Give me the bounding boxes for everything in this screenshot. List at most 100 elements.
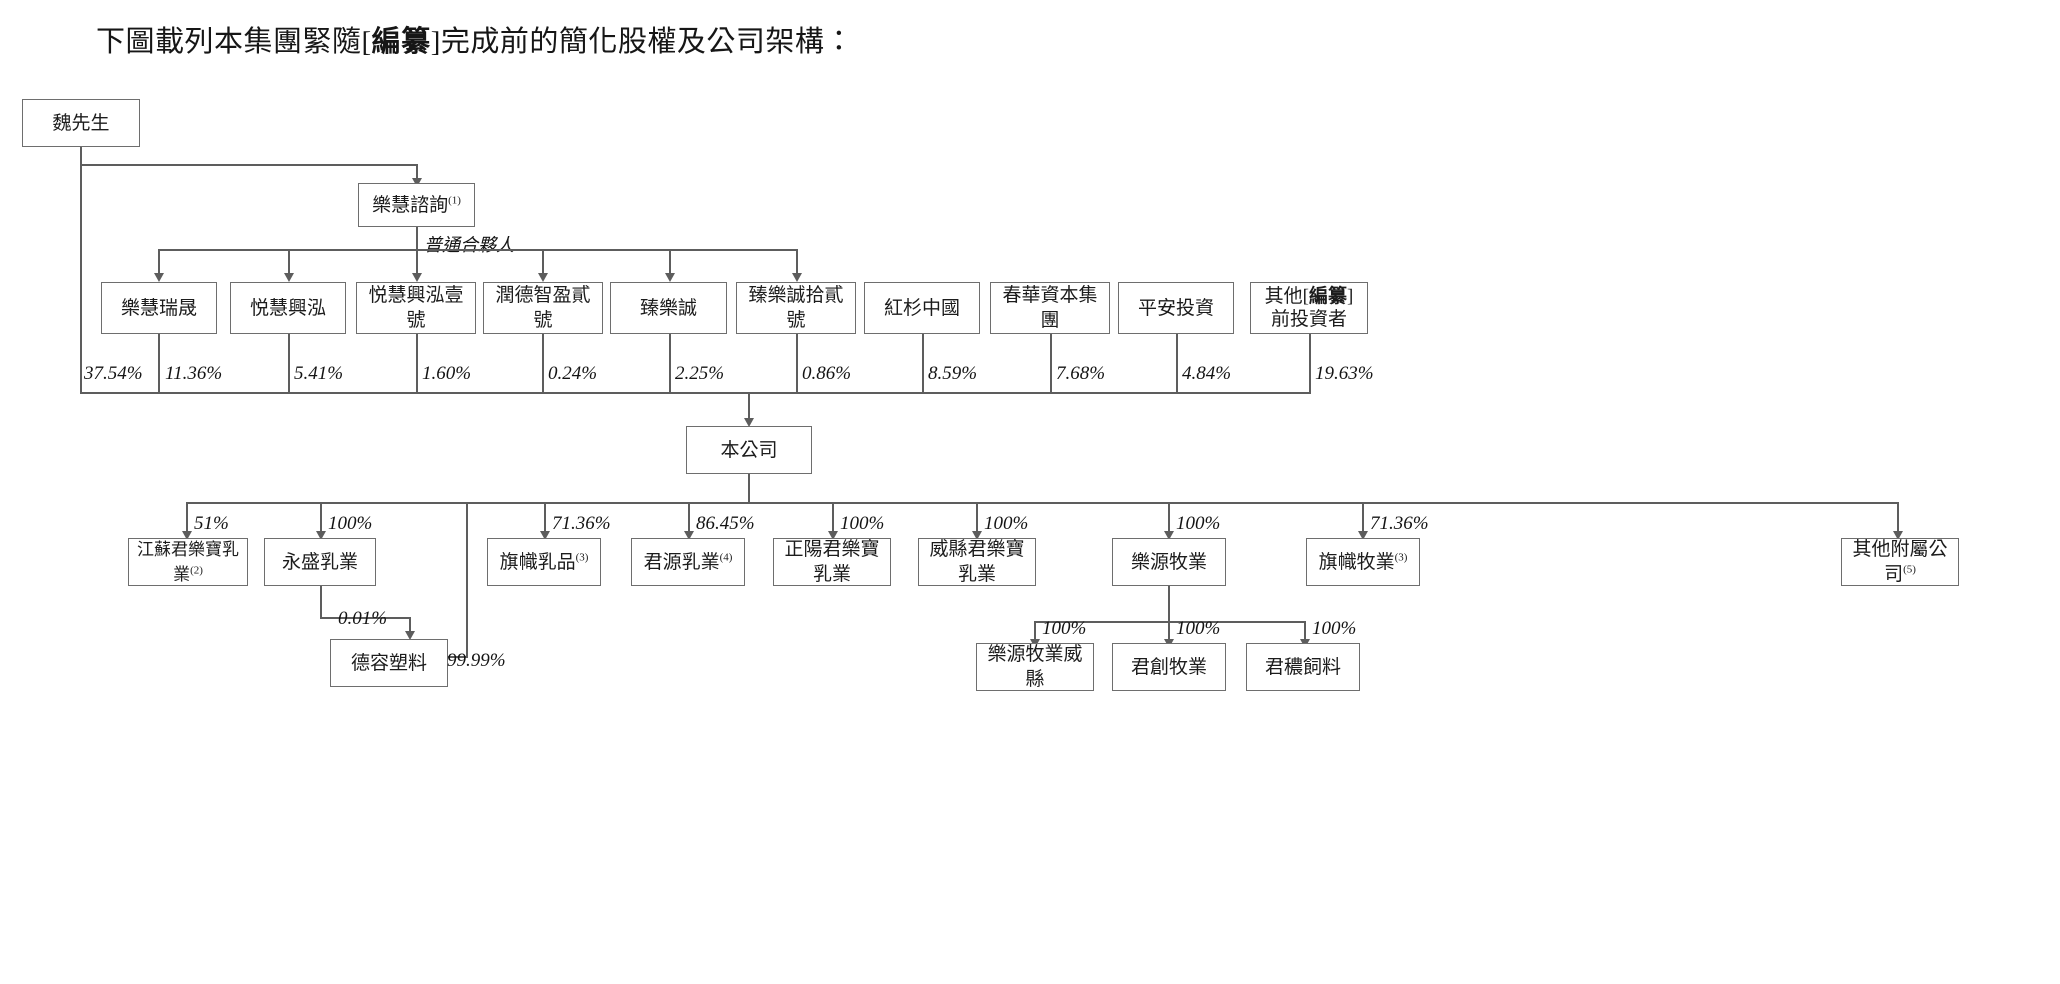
- arrow-to-yuehui-xinghong: [284, 273, 294, 282]
- line-bus-drop-runde-zhiying-2: [542, 249, 544, 275]
- node-jiangsu-junlebao[interactable]: 江蘇君樂寶乳業(2): [128, 538, 248, 586]
- line-yongsheng-stem: [320, 586, 322, 618]
- node-yuehui-xinghong-label: 悦慧興泓: [249, 297, 326, 319]
- arrow-to-runde-zhiying-2: [538, 273, 548, 282]
- line-drop-jiangsu-junlebao: [186, 502, 188, 533]
- pct-zhengyang-junlebao: 100%: [840, 513, 885, 534]
- line-drop-pingan-investment: [1176, 334, 1178, 392]
- node-zhenlecheng-label: 臻樂誠: [639, 297, 697, 319]
- pct-yongsheng-dairy: 100%: [328, 513, 373, 534]
- line-bus-drop-zhenlecheng-12: [796, 249, 798, 275]
- line-drop-runde-zhiying-2: [542, 334, 544, 392]
- node-runde-zhiying-2-label: 潤德智盈貳號: [495, 285, 591, 331]
- node-jiangsu-junlebao-label: 江蘇君樂寶乳業(2): [133, 537, 243, 587]
- node-lehui-ruisheng[interactable]: 樂慧瑞晟: [101, 282, 217, 334]
- arrow-to-zhengyang-junlebao: [828, 531, 838, 540]
- pct-qizhi-dairy: 71.36%: [552, 513, 611, 534]
- line-drop-qizhi-dairy: [544, 502, 546, 533]
- line-bus-drop-yuehui-xinghong-1: [416, 249, 418, 275]
- line-drop-leyuan-husbandry: [1168, 502, 1170, 533]
- arrow-to-derong-plastics: [405, 631, 415, 640]
- line-wei-long-vertical: [80, 164, 82, 393]
- line-derong-from-company-horizontal: [447, 656, 468, 658]
- node-yuehui-xinghong-1[interactable]: 悦慧興泓壹號: [356, 282, 476, 334]
- line-drop-other-subsidiaries: [1897, 502, 1899, 533]
- node-weixian-junlebao[interactable]: 威縣君樂寶乳業: [918, 538, 1036, 586]
- node-yongsheng-dairy-label: 永盛乳業: [281, 551, 358, 573]
- node-other-pre-investors-label: 其他[編纂]前投資者: [1265, 285, 1354, 331]
- node-other-subsidiaries-text: 其他附屬公司: [1852, 539, 1948, 585]
- line-leyuan-sub-bus: [1034, 621, 1306, 623]
- arrow-to-junyuan-dairy: [684, 531, 694, 540]
- pct-zhenlecheng-12: 0.86%: [802, 363, 852, 384]
- node-zhengyang-junlebao[interactable]: 正陽君樂寶乳業: [773, 538, 891, 586]
- node-zhenlecheng[interactable]: 臻樂誠: [610, 282, 727, 334]
- line-yongsheng-to-derong-horizontal: [320, 617, 410, 619]
- node-zhenlecheng-12-label: 臻樂誠拾貳號: [748, 285, 844, 331]
- line-drop-derong-from-company: [466, 502, 468, 657]
- line-bus-drop-zhenlecheng: [669, 249, 671, 275]
- intro-prefix: 下圖載列本集團緊隨[: [96, 26, 372, 58]
- node-leyuan-husbandry-weixian[interactable]: 樂源牧業威縣: [976, 643, 1094, 691]
- node-derong-plastics-label: 德容塑料: [350, 652, 427, 674]
- node-other-subsidiaries-note: (5): [1903, 563, 1916, 576]
- arrow-to-lehui-ruisheng: [154, 273, 164, 282]
- arrow-to-company: [744, 418, 754, 427]
- other-pre-investors-line1-bold: 編纂: [1308, 286, 1347, 307]
- pct-yuehui-xinghong-1: 1.60%: [422, 363, 472, 384]
- node-yuehui-xinghong[interactable]: 悦慧興泓: [230, 282, 346, 334]
- node-chunhua-capital[interactable]: 春華資本集團: [990, 282, 1110, 334]
- node-jiangsu-junlebao-note: (2): [190, 564, 203, 577]
- pct-derong-from-yongsheng: 0.01%: [338, 608, 388, 629]
- node-other-pre-investors[interactable]: 其他[編纂]前投資者: [1250, 282, 1368, 334]
- arrow-wei-to-consulting: [412, 178, 422, 187]
- pct-junchuang-husbandry: 100%: [1176, 618, 1221, 639]
- line-drop-weixian-junlebao: [976, 502, 978, 533]
- node-junyuan-dairy[interactable]: 君源乳業(4): [631, 538, 745, 586]
- node-other-subsidiaries[interactable]: 其他附屬公司(5): [1841, 538, 1959, 586]
- node-leyuan-husbandry[interactable]: 樂源牧業: [1112, 538, 1226, 586]
- pct-junyuan-dairy: 86.45%: [696, 513, 755, 534]
- node-qizhi-dairy[interactable]: 旗幟乳品(3): [487, 538, 601, 586]
- node-junyuan-dairy-label: 君源乳業(4): [644, 550, 733, 575]
- line-drop-chunhua-capital: [1050, 334, 1052, 392]
- label-general-partner: 普通合夥人: [424, 235, 514, 255]
- arrow-to-zhenlecheng-12: [792, 273, 802, 282]
- pct-derong-from-company: 99.99%: [447, 650, 506, 671]
- node-mr-wei[interactable]: 魏先生: [22, 99, 140, 147]
- node-sequoia-china[interactable]: 紅杉中國: [864, 282, 980, 334]
- pct-qizhi-husbandry: 71.36%: [1370, 513, 1429, 534]
- pct-other-pre-investors: 19.63%: [1315, 363, 1374, 384]
- line-drop-zhenlecheng: [669, 334, 671, 392]
- node-junnong-feed[interactable]: 君穠飼料: [1246, 643, 1360, 691]
- node-other-subsidiaries-label: 其他附屬公司(5): [1846, 537, 1954, 587]
- pct-leyuan-husbandry: 100%: [1176, 513, 1221, 534]
- pct-jiangsu-junlebao: 51%: [194, 513, 229, 534]
- node-derong-plastics[interactable]: 德容塑料: [330, 639, 448, 687]
- node-junchuang-husbandry[interactable]: 君創牧業: [1112, 643, 1226, 691]
- node-zhenlecheng-12[interactable]: 臻樂誠拾貳號: [736, 282, 856, 334]
- node-qizhi-husbandry-note: (3): [1394, 551, 1408, 564]
- pct-mr-wei-direct: 11.36%: [165, 363, 223, 384]
- node-leyuan-husbandry-weixian-label: 樂源牧業威縣: [987, 644, 1083, 690]
- arrow-to-leyuan-husbandry: [1164, 531, 1174, 540]
- node-zhengyang-junlebao-label: 正陽君樂寶乳業: [784, 539, 880, 585]
- line-partnership-bus: [158, 249, 797, 251]
- node-qizhi-husbandry-label: 旗幟牧業(3): [1319, 550, 1408, 575]
- node-qizhi-dairy-text: 旗幟乳品: [499, 551, 576, 573]
- node-company[interactable]: 本公司: [686, 426, 812, 474]
- node-junchuang-husbandry-label: 君創牧業: [1130, 656, 1207, 678]
- node-lehui-consulting[interactable]: 樂慧諮詢(1): [358, 183, 475, 227]
- line-drop-other-pre-investors: [1309, 334, 1311, 392]
- line-drop-leyuan-weixian: [1034, 621, 1036, 641]
- node-yongsheng-dairy[interactable]: 永盛乳業: [264, 538, 376, 586]
- arrow-to-yongsheng-dairy: [316, 531, 326, 540]
- node-pingan-investment[interactable]: 平安投資: [1118, 282, 1234, 334]
- line-drop-junyuan-dairy: [688, 502, 690, 533]
- node-qizhi-husbandry[interactable]: 旗幟牧業(3): [1306, 538, 1420, 586]
- node-junnong-feed-label: 君穠飼料: [1264, 656, 1341, 678]
- pct-chunhua-capital: 7.68%: [1056, 363, 1106, 384]
- node-runde-zhiying-2[interactable]: 潤德智盈貳號: [483, 282, 603, 334]
- node-junyuan-dairy-text: 君源乳業: [643, 551, 720, 573]
